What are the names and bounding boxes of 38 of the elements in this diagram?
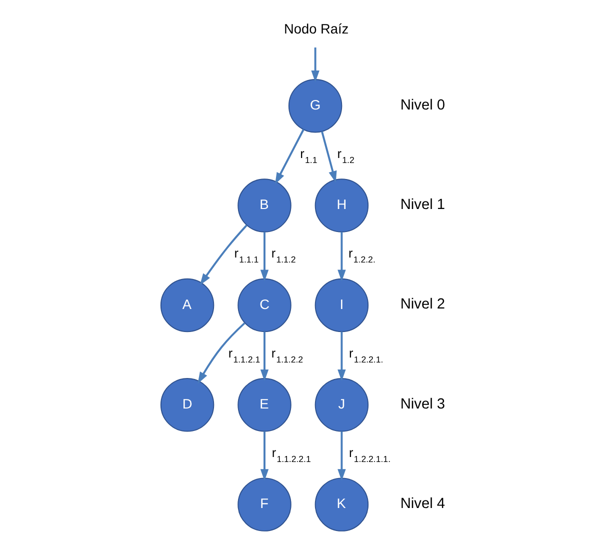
edge-label: r$_{1.1}$ <box>300 147 317 166</box>
node-circle: I <box>314 278 368 332</box>
arrow <box>274 129 304 184</box>
node-circle: C <box>237 278 291 332</box>
node-circle: D <box>160 378 214 432</box>
edge-label: r$_{1.2.2.}$ <box>348 246 375 265</box>
node-circle: A <box>160 278 214 332</box>
label: Nivel 4 <box>400 496 445 512</box>
label: Nivel 0 <box>400 97 445 114</box>
edge-label: r$_{1.2.2.1.}$ <box>348 346 383 364</box>
edge-label: r$_{1.1.2.2}$ <box>270 346 303 364</box>
node-circle: B <box>237 178 291 232</box>
node-text: Nodo Raíz <box>284 21 348 36</box>
edge-label: r$_{1.1.2}$ <box>270 246 296 265</box>
edge-label: r$_{1.1.1}$ <box>234 246 258 265</box>
node-circle: K <box>314 478 368 532</box>
edge-label: r$_{1.2}$ <box>336 147 354 166</box>
node-circle: G <box>288 79 342 133</box>
arrow <box>320 131 336 183</box>
arrow <box>199 224 247 286</box>
node-circle: H <box>314 178 368 232</box>
label: Nivel 3 <box>400 396 445 412</box>
arrow <box>260 332 268 382</box>
label: Nivel 1 <box>400 196 445 213</box>
node-circle: F <box>237 478 291 532</box>
edge-label: r$_{1.1.2.2.1}$ <box>271 446 310 464</box>
arrow <box>260 232 268 282</box>
arrow <box>337 232 346 282</box>
arrow <box>337 332 346 382</box>
arrow <box>337 431 346 481</box>
label: Nivel 2 <box>400 296 445 313</box>
node-circle: E <box>237 378 291 432</box>
arrow <box>260 431 268 481</box>
arrow <box>197 322 245 384</box>
node-circle: J <box>314 378 368 432</box>
edge-label: r$_{1.2.2.1.1.}$ <box>348 446 390 464</box>
arrow <box>310 47 319 82</box>
edge-label: r$_{1.1.2.1}$ <box>228 346 260 364</box>
